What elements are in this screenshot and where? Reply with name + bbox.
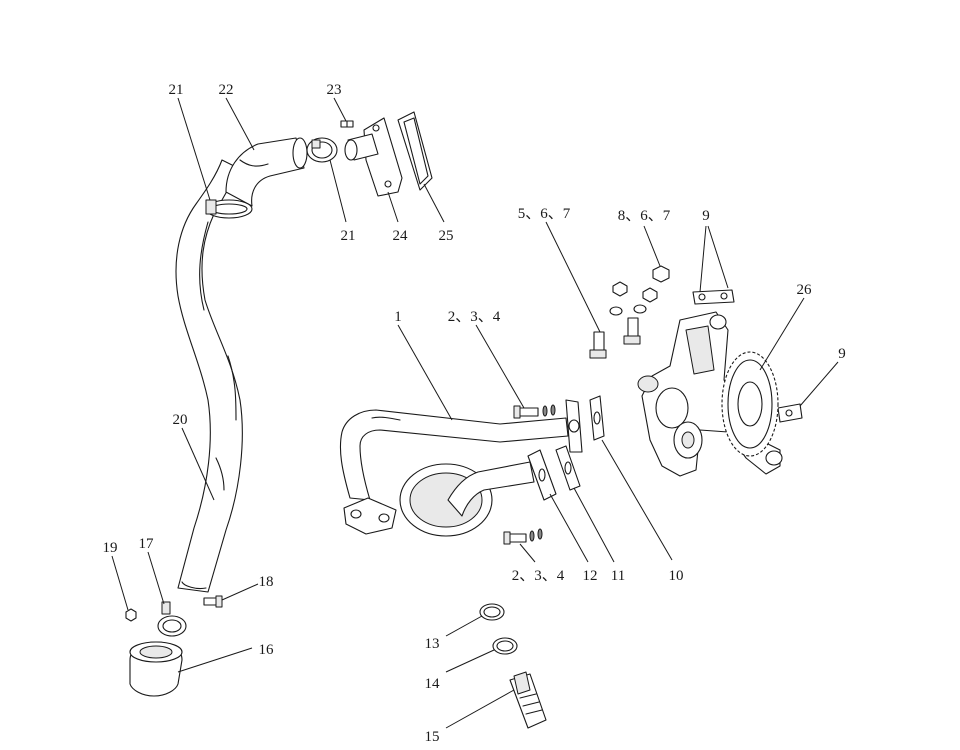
callout-23: 23 [327, 82, 342, 98]
callout-25: 25 [439, 228, 454, 244]
part-15-plug [509, 671, 547, 729]
callout-20: 20 [173, 412, 188, 428]
part-24-outlet-flange [344, 117, 403, 197]
callout-15: 15 [425, 729, 440, 745]
part-20-return-hose [175, 159, 243, 593]
part-21-hose-clamp-upper [205, 199, 253, 219]
part-26-drive-gear [721, 351, 779, 457]
callout-14: 14 [425, 676, 441, 692]
callout-13: 13 [425, 636, 440, 652]
part-10-gasket [589, 395, 605, 441]
part-2-3-4-bolt-set-upper [513, 404, 556, 419]
part-19-nut [125, 608, 137, 622]
callout-17: 17 [139, 536, 155, 552]
callout-10: 10 [669, 568, 684, 584]
part-17-clamp [157, 601, 187, 637]
callout-1: 1 [394, 309, 402, 325]
callout-9-right: 9 [838, 346, 846, 362]
part-25-gasket [397, 111, 433, 191]
part-9-gasket-side [777, 403, 803, 423]
callout-8-6-7: 8、6、7 [618, 208, 671, 224]
part-13-washer [479, 603, 505, 621]
part-11-gasket [555, 445, 581, 491]
callout-11: 11 [611, 568, 625, 584]
callout-5-6-7: 5、6、7 [518, 206, 571, 222]
callout-18: 18 [259, 574, 274, 590]
callout-24: 24 [393, 228, 409, 244]
callout-16: 16 [259, 642, 275, 658]
part-22-elbow-hose [225, 137, 308, 207]
callout-21-top: 21 [169, 82, 184, 98]
callout-12: 12 [583, 568, 598, 584]
part-1-inlet-pipe [339, 399, 583, 535]
part-2-3-4-bolt-set-lower [503, 528, 543, 545]
part-18-bolt [203, 595, 223, 608]
part-14-washer [492, 637, 518, 655]
callout-19: 19 [103, 540, 118, 556]
part-21-hose-clamp-lower [306, 137, 338, 163]
oil-strainer [399, 461, 535, 537]
part-23-bolt [340, 120, 354, 128]
callout-26: 26 [797, 282, 813, 298]
callout-labels: 21 22 23 21 24 25 5、6、7 8、6、7 9 26 9 1 2… [103, 82, 846, 745]
callout-2-3-4-top: 2、3、4 [448, 309, 501, 325]
callout-21-bottom: 21 [341, 228, 356, 244]
part-12-pickup-flange [527, 449, 557, 501]
callout-2-3-4-bottom: 2、3、4 [512, 568, 565, 584]
part-5-6-7-bolts [589, 317, 641, 359]
leader-lines [111, 97, 839, 729]
callout-9-top: 9 [702, 208, 710, 224]
callout-22: 22 [219, 82, 234, 98]
part-8-6-7-nuts-washers [609, 265, 670, 316]
part-9-gasket-upper [692, 289, 735, 305]
part-16-bottom-cup [129, 641, 183, 697]
